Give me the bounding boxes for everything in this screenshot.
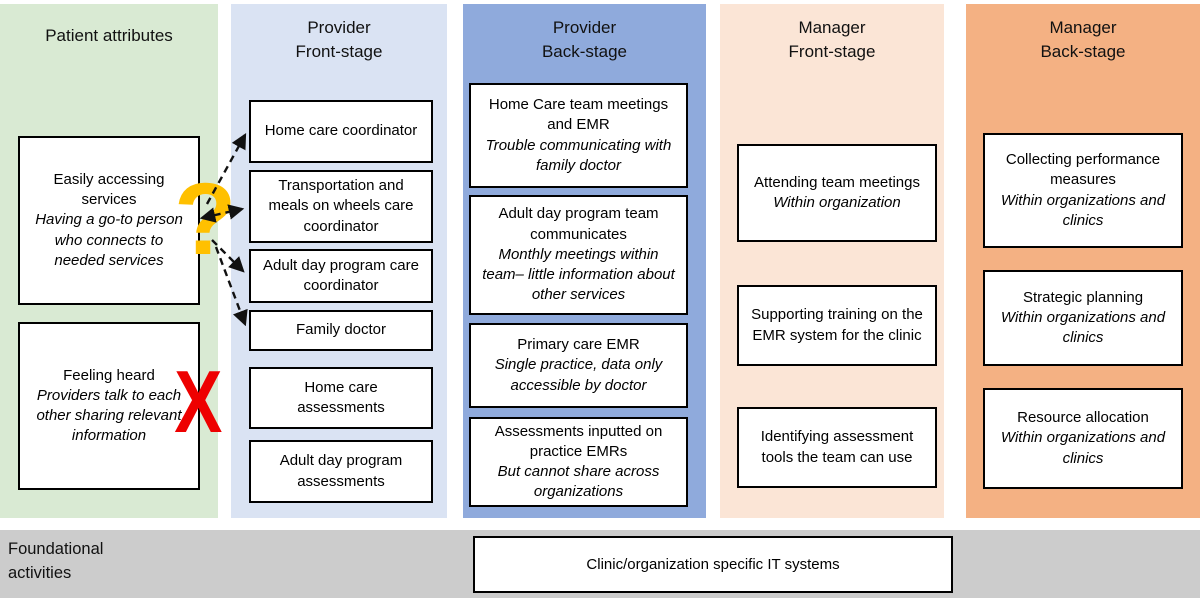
box-main-text: Collecting performance measures <box>1005 151 1161 189</box>
column-title-line: Front-stage <box>788 41 876 61</box>
box-main-text: Primary care EMR <box>517 336 640 354</box>
box-adult-day-program-team-communicates: Adult day program team communicates Mont… <box>469 195 688 315</box>
box-adult-day-program-assessments: Adult day program assessments <box>249 440 433 503</box>
arrow-to-transportation-coordinator <box>199 204 245 223</box>
box-easily-accessing-services: Easily accessing services Having a go-to… <box>18 136 200 305</box>
box-main-text: Adult day program team communicates <box>498 205 659 243</box>
box-detail-text: Single practice, data only accessible by… <box>494 356 663 394</box>
box-resource-allocation: Resource allocation Within organizations… <box>983 388 1183 489</box>
box-main-text: Strategic planning <box>1022 288 1144 306</box>
box-main-text: Home care assessments <box>297 378 385 416</box>
box-strategic-planning: Strategic planning Within organizations … <box>983 270 1183 366</box>
column-title-patient-attributes: Patient attributes <box>0 24 218 48</box>
foundational-activities-band: Foundational activities Clinic/organizat… <box>0 530 1200 598</box>
column-title-provider-front-stage: Provider Front-stage <box>231 16 447 64</box>
box-home-care-assessments: Home care assessments <box>249 367 433 429</box>
arrow-to-family-doctor <box>214 246 248 327</box>
box-main-text: Assessments inputted on practice EMRs <box>494 422 663 460</box>
box-main-text: Feeling heard <box>63 366 155 384</box>
box-detail-text: Having a go-to person who connects to ne… <box>35 211 183 269</box>
box-home-care-coordinator: Home care coordinator <box>249 100 433 163</box>
arrow-to-home-care-coordinator <box>205 132 247 205</box>
foundational-activities-label: Foundational activities <box>8 540 104 582</box>
column-title-line: Manager <box>1049 18 1117 37</box>
box-detail-text: Trouble communicating with family doctor <box>485 136 672 174</box>
arrow-to-adult-day-coordinator <box>211 239 245 273</box>
box-main-text: Adult day program assessments <box>279 452 403 490</box>
box-supporting-emr-training: Supporting training on the EMR system fo… <box>737 285 937 366</box>
column-title-manager-back-stage: Manager Back-stage <box>966 16 1200 64</box>
box-main-text: Supporting training on the EMR system fo… <box>751 306 923 344</box>
cross-icon: X <box>174 352 223 451</box>
column-title-manager-front-stage: Manager Front-stage <box>720 16 944 64</box>
column-title-line: Back-stage <box>541 41 628 61</box>
column-title-line: Patient attributes <box>45 26 173 45</box>
box-main-text: Easily accessing services <box>53 170 165 209</box>
box-main-text: Attending team meetings <box>754 173 920 191</box>
box-detail-text: Within organizations and clinics <box>1000 308 1166 347</box>
box-detail-text: Within organization <box>773 194 901 211</box>
box-main-text: Adult day program care coordinator <box>263 256 419 294</box>
column-title-line: Provider <box>307 18 371 37</box>
box-main-text: Family doctor <box>295 321 387 339</box>
box-primary-care-emr: Primary care EMR Single practice, data o… <box>469 323 688 408</box>
box-detail-text: Within organizations and clinics <box>1000 191 1166 229</box>
box-assessments-inputted-practice-emrs: Assessments inputted on practice EMRs Bu… <box>469 417 688 507</box>
column-title-line: Back-stage <box>1040 41 1126 61</box>
box-feeling-heard: Feeling heard Providers talk to each oth… <box>18 322 200 490</box>
box-it-systems: Clinic/organization specific IT systems <box>473 536 953 593</box>
box-adult-day-program-coordinator: Adult day program care coordinator <box>249 249 433 303</box>
column-title-provider-back-stage: Provider Back-stage <box>463 16 706 64</box>
box-transportation-meals-coordinator: Transportation and meals on wheels care … <box>249 170 433 243</box>
box-attending-team-meetings: Attending team meetings Within organizat… <box>737 144 937 242</box>
box-identifying-assessment-tools: Identifying assessment tools the team ca… <box>737 407 937 488</box>
box-main-text: Identifying assessment tools the team ca… <box>760 428 914 466</box>
box-main-text: Home care coordinator <box>264 122 418 140</box>
box-detail-text: Monthly meetings within team– little inf… <box>482 245 675 304</box>
column-title-line: Manager <box>798 18 866 37</box>
column-title-line: Provider <box>552 18 617 37</box>
box-detail-text: Within organizations and clinics <box>1000 429 1166 467</box>
box-main-text: Home Care team meetings and EMR <box>488 96 669 134</box>
box-detail-text: Providers talk to each other sharing rel… <box>36 386 182 445</box>
box-family-doctor: Family doctor <box>249 310 433 351</box>
box-home-care-team-meetings-emr: Home Care team meetings and EMR Trouble … <box>469 83 688 188</box>
box-detail-text: But cannot share across organizations <box>497 463 660 501</box>
box-main-text: Resource allocation <box>1017 409 1149 427</box>
column-title-line: Front-stage <box>295 41 383 61</box>
box-collecting-performance-measures: Collecting performance measures Within o… <box>983 133 1183 248</box>
box-main-text: Transportation and meals on wheels care … <box>268 177 414 235</box>
